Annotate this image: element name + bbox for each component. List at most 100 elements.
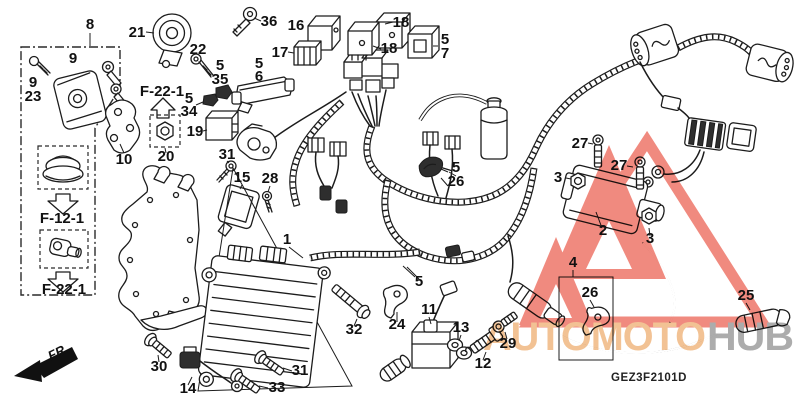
part-label-15-23: 15 — [234, 169, 251, 186]
part-label-19-19: 19 — [187, 123, 204, 140]
ref-label-F-12-1-1: F-12-1 — [40, 210, 84, 227]
regulator-connectors — [226, 244, 288, 264]
part-label-25-46: 25 — [738, 287, 755, 304]
part-label-11-30: 11 — [421, 301, 437, 318]
branch-wire-left — [273, 91, 347, 139]
part-15 — [217, 184, 260, 237]
part-label-16-3: 16 — [288, 17, 305, 34]
part-label-5-12: 5 — [255, 55, 263, 72]
relay-18a — [375, 12, 411, 49]
part-label-21-1: 21 — [129, 24, 146, 41]
part-label-30-34: 30 — [151, 358, 168, 375]
part-label-2-43: 2 — [599, 222, 607, 239]
part-label-24-29: 24 — [389, 316, 406, 333]
part-label-27-40: 27 — [611, 157, 628, 174]
part-label-9-15: 9 — [29, 74, 37, 91]
part-label-36-2: 36 — [261, 13, 278, 30]
diagram-code: GEZ3F2101D — [611, 372, 687, 384]
relay-box-11 — [411, 280, 459, 369]
bracket-10 — [104, 99, 141, 154]
part-label-17-6: 17 — [272, 44, 289, 61]
part-label-3-42: 3 — [646, 230, 654, 247]
part-label-12-32: 12 — [475, 355, 492, 372]
screw-32 — [331, 284, 371, 320]
part-label-22-9: 22 — [190, 41, 207, 58]
part-34 — [202, 93, 219, 107]
down-arrow-1 — [47, 193, 79, 215]
part-label-5-28: 5 — [415, 273, 423, 290]
part-label-26-27: 26 — [448, 173, 465, 190]
watermark-triangle-b — [519, 237, 593, 325]
part-label-31-22: 31 — [219, 146, 236, 163]
bolt-30 — [144, 332, 172, 359]
part-label-5-26: 5 — [452, 159, 460, 176]
watermark: AUTOMOTO HUB — [483, 130, 794, 359]
key-part — [232, 6, 258, 37]
bolt-29 — [492, 311, 518, 333]
part-label-5-17: 5 — [185, 90, 193, 107]
nut-20 — [156, 121, 174, 141]
connector-5-7 — [407, 25, 440, 59]
watermark-brand-secondary: HUB — [707, 315, 793, 359]
part-label-5-7: 5 — [441, 31, 449, 48]
part-label-18-4: 18 — [393, 14, 410, 31]
clamp-26-center — [418, 156, 453, 178]
right-branch-connectors — [639, 61, 757, 188]
sensor-14 — [179, 346, 244, 393]
bolt-27a — [592, 134, 604, 168]
part-label-23-16: 23 — [25, 88, 42, 105]
screw-28 — [261, 190, 273, 213]
part-label-29-33: 29 — [500, 335, 517, 352]
vent-tube — [418, 93, 488, 122]
grommet-13 — [446, 338, 473, 360]
up-arrow-f221 — [150, 97, 176, 119]
seat-latch-part — [49, 237, 82, 258]
main-connector-cluster — [343, 49, 399, 127]
part-label-13-31: 13 — [453, 319, 470, 336]
part-label-10-20: 10 — [116, 151, 133, 168]
part-label-26-45: 26 — [582, 284, 599, 301]
leader-5-lower — [402, 265, 416, 278]
bolt-33 — [230, 368, 261, 394]
relay-18b — [347, 21, 380, 61]
lock-set-group-box — [20, 33, 128, 296]
part-label-33-36: 33 — [269, 379, 286, 396]
part-label-7-8: 7 — [441, 45, 449, 62]
relay-17 — [293, 40, 322, 66]
horn-part — [152, 13, 192, 69]
round-connector-right — [745, 43, 794, 83]
round-connector-left — [630, 23, 680, 67]
part-label-35-11: 35 — [212, 71, 229, 88]
connector-pair-center — [422, 131, 476, 263]
part-label-31-37: 31 — [292, 362, 309, 379]
nut-3b — [641, 207, 657, 225]
part-label-34-18: 34 — [181, 103, 198, 120]
part-label-5-10: 5 — [216, 57, 224, 74]
fr-arrow — [14, 347, 78, 382]
clamp-24 — [382, 284, 408, 319]
part-label-14-35: 14 — [180, 380, 197, 397]
part-label-8-0: 8 — [86, 16, 94, 33]
part-label-4-44: 4 — [569, 254, 578, 271]
lock-assembly — [53, 70, 107, 130]
switch-base-part — [236, 123, 278, 161]
bottle-part — [480, 97, 508, 160]
watermark-triangle-a — [551, 145, 666, 279]
fuel-cap-part — [42, 155, 84, 183]
bolt-9-23 — [28, 55, 51, 76]
part-label-3-41: 3 — [554, 169, 562, 186]
part-label-1-25: 1 — [283, 231, 291, 248]
watermark-triangle-b-hole — [540, 284, 572, 318]
small-boot — [379, 354, 411, 382]
frame-bracket — [118, 165, 208, 332]
part-label-27-39: 27 — [572, 135, 589, 152]
part-label-20-21: 20 — [158, 148, 175, 165]
regulator-unit — [197, 244, 331, 388]
ref-label-F-22-1-2: F-22-1 — [42, 281, 86, 298]
down-arrow-2 — [47, 271, 79, 293]
part-label-32-38: 32 — [346, 321, 363, 338]
ref-label-F-22-1-0: F-22-1 — [140, 83, 184, 100]
